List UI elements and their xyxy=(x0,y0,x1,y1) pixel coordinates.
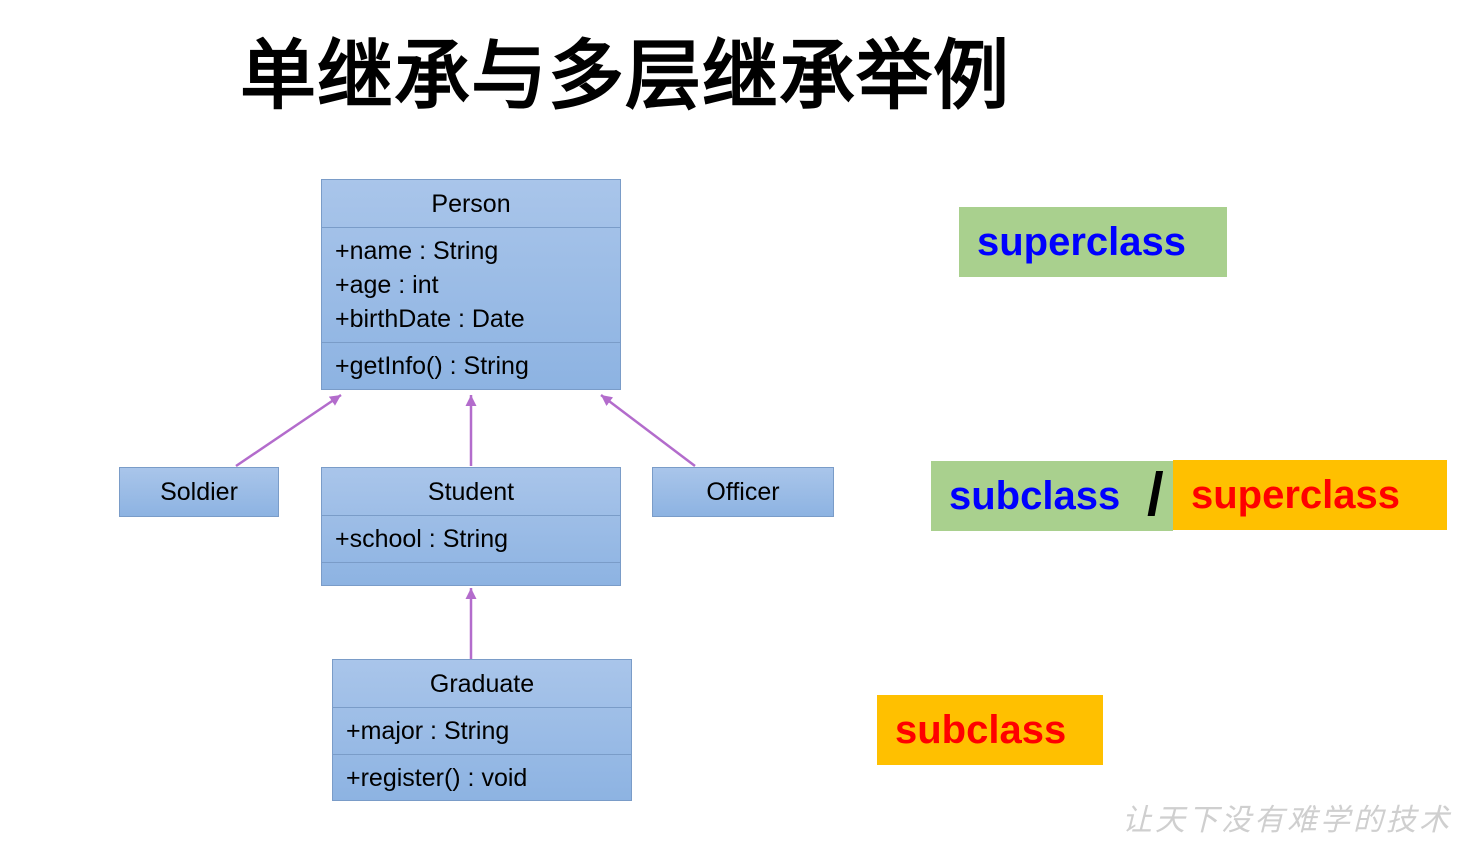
class-graduate-attributes: +major : String xyxy=(333,708,631,755)
class-person-attributes: +name : String +age : int +birthDate : D… xyxy=(322,228,620,343)
class-student-methods xyxy=(322,563,620,585)
class-soldier: Soldier xyxy=(119,467,279,517)
arrow-officer-to-person xyxy=(600,394,696,467)
label-superclass-top: superclass xyxy=(959,207,1227,277)
arrow-soldier-to-person xyxy=(235,393,342,468)
class-student-name: Student xyxy=(322,468,620,516)
class-officer: Officer xyxy=(652,467,834,517)
attribute: +name : String xyxy=(335,237,499,265)
class-student: Student +school : String xyxy=(321,467,621,586)
class-person-name: Person xyxy=(322,180,620,228)
class-student-attributes: +school : String xyxy=(322,516,620,563)
label-superclass-middle: superclass xyxy=(1173,460,1447,530)
attribute: +major : String xyxy=(346,717,510,745)
class-graduate-name: Graduate xyxy=(333,660,631,708)
class-person-methods: +getInfo() : String xyxy=(322,343,620,389)
label-separator-slash: / xyxy=(1147,461,1164,528)
page-title: 单继承与多层继承举例 xyxy=(240,31,1010,120)
attribute: +birthDate : Date xyxy=(335,305,525,333)
label-subclass-middle: subclass xyxy=(931,461,1173,531)
class-person: Person +name : String +age : int +birthD… xyxy=(321,179,621,390)
attribute: +school : String xyxy=(335,525,509,553)
method: +getInfo() : String xyxy=(335,352,529,380)
class-graduate-methods: +register() : void xyxy=(333,755,631,800)
label-subclass-bottom: subclass xyxy=(877,695,1103,765)
watermark: 让天下没有难学的技术 xyxy=(1122,803,1452,838)
method: +register() : void xyxy=(346,764,528,792)
class-graduate: Graduate +major : String +register() : v… xyxy=(332,659,632,801)
attribute: +age : int xyxy=(335,271,439,299)
